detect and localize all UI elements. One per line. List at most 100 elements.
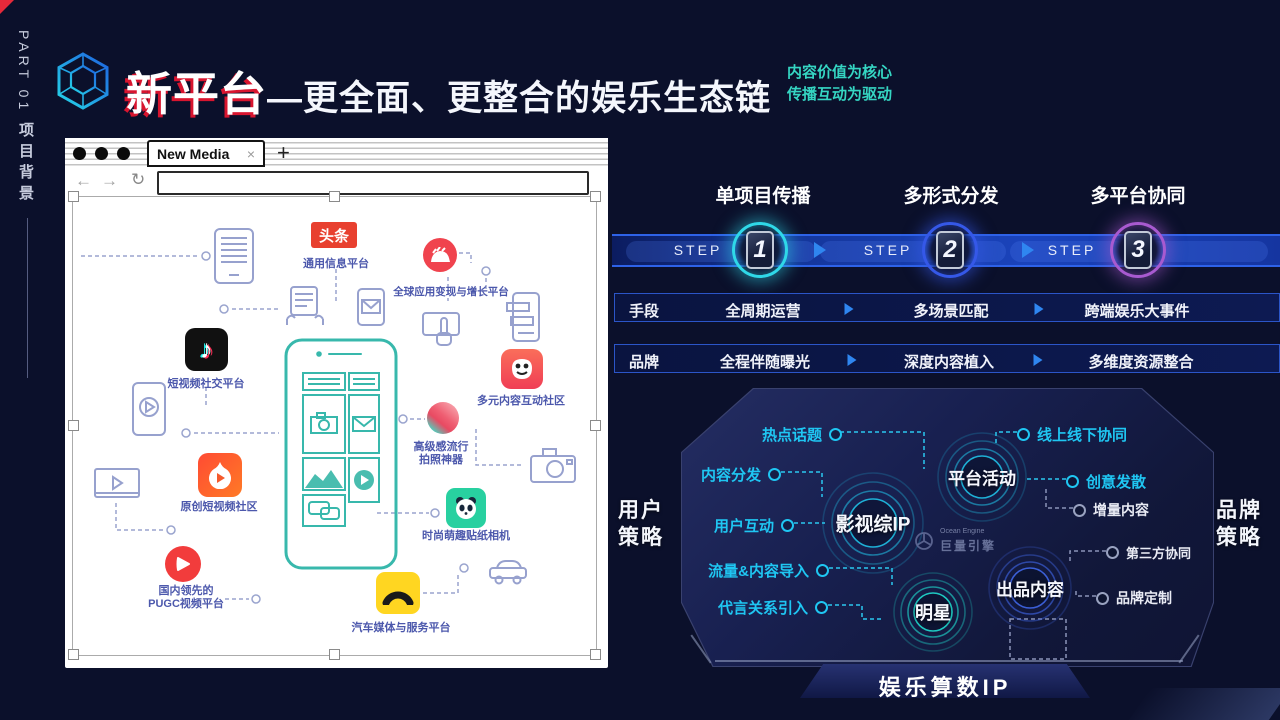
browser-tab[interactable]: New Media ×	[147, 140, 265, 167]
dongchedi-icon	[376, 572, 420, 614]
chevron-right-icon	[1033, 354, 1043, 366]
step-header-1: 单项目传播	[715, 186, 811, 207]
subtitle-line2: 传播互动为驱动	[787, 86, 893, 103]
eco-label-endorsement: 代言关系引入	[718, 597, 828, 618]
node-rings-yingshizong	[822, 472, 924, 574]
node-yingshizong-ip: 影视综IP	[835, 514, 911, 536]
means-cell-1: 全周期运营	[725, 303, 801, 320]
user-strategy-line1: 用户	[618, 499, 664, 522]
selection-handle[interactable]	[590, 191, 601, 202]
xigua-label-line2: PUGC视频平台	[148, 598, 224, 610]
url-bar[interactable]	[157, 171, 589, 195]
central-phone-illustration	[284, 338, 398, 570]
window-controls[interactable]	[73, 147, 130, 160]
eco-label-text: 线上线下协同	[1037, 427, 1128, 444]
chevron-right-icon	[847, 354, 857, 366]
back-icon[interactable]: ←	[75, 171, 92, 190]
step-badge-1: 1	[732, 222, 788, 278]
node-dot-icon	[1096, 591, 1109, 605]
node-rings-chupin	[988, 546, 1072, 630]
means-row: 手段 全周期运营 多场景匹配 跨端娱乐大事件	[614, 293, 1280, 322]
node-dot-icon	[1017, 428, 1030, 441]
ocean-engine-zh: 巨量引擎	[940, 539, 997, 553]
brand-cell-1: 全程伴随曝光	[719, 354, 811, 371]
eco-label-hotspot: 热点话题	[762, 424, 842, 445]
step-badge-3: 3	[1110, 222, 1166, 278]
window-dot-icon[interactable]	[117, 147, 130, 160]
new-tab-icon[interactable]: +	[277, 140, 290, 165]
douyin-icon: ♪	[185, 328, 228, 371]
node-pingtai-huodong: 平台活动	[948, 469, 1016, 489]
logo-hexagon-icon	[52, 50, 114, 112]
eco-label-incremental: 增量内容	[1073, 500, 1149, 520]
entertainment-ip-title: 娱乐算数IP	[878, 675, 1012, 700]
douyin-label: 短视频社交平台	[167, 378, 245, 390]
chevron-right-icon	[1022, 242, 1034, 258]
step-label-3: STEP	[1047, 242, 1097, 258]
diagram-canvas: 头条 通用信息平台 全球应用变现与增长平台 ♪ 短视频社交平台 多元内容互动社区…	[68, 191, 601, 660]
eco-label-traffic: 流量&内容导入	[708, 560, 829, 581]
subtitle: 内容价值为核心 传播互动为驱动	[787, 62, 892, 106]
tab-title: New Media	[157, 145, 230, 162]
browser-navbar: ← → ↻	[65, 168, 608, 196]
refresh-icon[interactable]: ↻	[131, 170, 146, 189]
step-header-2: 多形式分发	[903, 186, 999, 207]
eco-label-text: 增量内容	[1093, 502, 1149, 518]
node-dot-icon	[1066, 475, 1079, 488]
selection-handle[interactable]	[590, 649, 601, 660]
bottom-title-bar	[800, 664, 1090, 698]
eco-label-interaction: 用户互动	[714, 515, 794, 536]
forward-icon[interactable]: →	[101, 171, 118, 190]
title-highlight: 新平台	[126, 68, 267, 120]
node-mingxing: 明星	[915, 603, 951, 623]
node-dot-icon	[829, 428, 842, 441]
brand-strategy-line2: 策略	[1216, 526, 1262, 549]
eco-label-custom: 品牌定制	[1096, 588, 1172, 608]
selection-handle[interactable]	[68, 191, 79, 202]
brand-cell-3: 多维度资源整合	[1088, 354, 1194, 371]
node-chupin-neirong: 出品内容	[996, 580, 1064, 600]
window-dot-icon[interactable]	[73, 147, 86, 160]
brand-strategy-line1: 品牌	[1216, 499, 1262, 522]
eco-label-text: 品牌定制	[1116, 590, 1172, 606]
selection-handle[interactable]	[68, 420, 79, 431]
pipixia-icon	[501, 349, 543, 389]
step-bar-segment	[820, 241, 1006, 262]
selection-handle[interactable]	[590, 420, 601, 431]
eco-label-text: 热点话题	[761, 427, 822, 444]
node-dot-icon	[816, 564, 829, 577]
qingyan-label-line1: 高级感流行	[413, 441, 469, 453]
panel-bottom-edge	[715, 660, 1183, 662]
selection-handle[interactable]	[329, 649, 340, 660]
mountain-tile	[305, 470, 343, 488]
node-dot-icon	[1073, 503, 1086, 517]
phone-cards-illustration	[506, 292, 540, 342]
means-cell-3: 跨端娱乐大事件	[1084, 303, 1190, 320]
eco-label-text: 内容分发	[700, 467, 761, 484]
pangle-icon	[423, 238, 457, 272]
faceu-icon	[446, 488, 486, 528]
car-illustration	[489, 560, 527, 585]
xigua-icon	[165, 546, 201, 582]
eco-label-text: 代言关系引入	[717, 600, 808, 617]
brand-row-title: 品牌	[629, 354, 660, 371]
eco-label-text: 创意发散	[1086, 474, 1147, 491]
eco-label-thirdparty: 第三方协同	[1106, 543, 1191, 562]
window-dot-icon[interactable]	[95, 147, 108, 160]
chevron-right-icon	[844, 303, 854, 315]
title-rest: —更全面、更整合的娱乐生态链	[267, 79, 772, 118]
selection-handle[interactable]	[329, 191, 340, 202]
toutiao-label: 通用信息平台	[303, 258, 369, 270]
xigua-label-line1: 国内领先的	[158, 585, 214, 597]
tab-close-icon[interactable]: ×	[246, 145, 255, 162]
phone-play-illustration	[132, 382, 166, 436]
page-title: 新平台—更全面、更整合的娱乐生态链	[126, 58, 771, 124]
selection-handle[interactable]	[68, 649, 79, 660]
eco-label-online-offline: 线上线下协同	[1017, 424, 1127, 445]
ocean-engine-en: Ocean Engine	[940, 528, 985, 535]
hands-device-illustration	[286, 286, 324, 325]
qingyan-label-line2: 拍照神器	[419, 454, 463, 466]
user-strategy-title: 用户 策略	[618, 497, 664, 551]
rail-divider	[27, 218, 28, 378]
music-note-icon: ♪	[200, 334, 213, 364]
